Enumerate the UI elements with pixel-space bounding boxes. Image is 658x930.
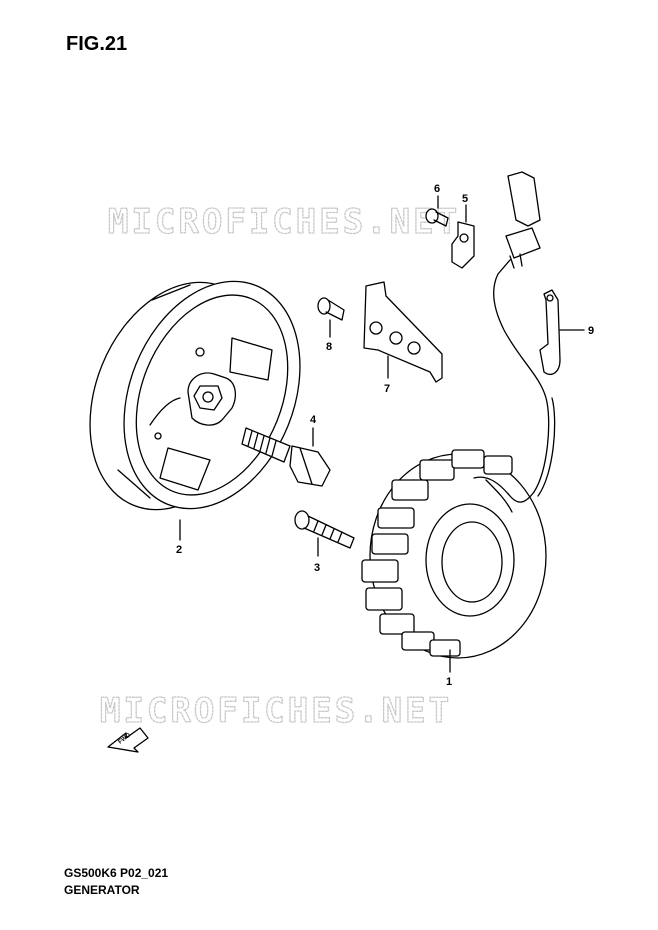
rotor-part	[89, 280, 301, 511]
lead-wire	[493, 259, 556, 497]
small-bolt-part	[425, 208, 449, 227]
callout-8: 8	[326, 341, 332, 353]
figure-name: GENERATOR	[64, 883, 140, 897]
callout-5: 5	[462, 193, 468, 205]
stator-part	[361, 449, 547, 659]
fwd-arrow-icon	[107, 727, 149, 753]
coupler-part	[507, 171, 541, 227]
callout-3: 3	[314, 562, 320, 574]
callout-4: 4	[310, 414, 317, 426]
callout-9: 9	[588, 325, 594, 337]
figure-title: FIG.21	[66, 33, 128, 55]
callout-7: 7	[384, 383, 390, 395]
wire-clamp-part	[539, 289, 561, 375]
watermark-top: MICROFICHES.NET	[108, 202, 460, 242]
clamp-part	[451, 221, 475, 269]
plate-part	[363, 281, 443, 383]
callout-2: 2	[176, 544, 182, 556]
screw-part	[294, 510, 355, 549]
callout-1: 1	[446, 676, 452, 688]
callout-6: 6	[434, 183, 440, 195]
bolt-part	[317, 297, 345, 321]
flange-bolt-part	[241, 427, 331, 487]
figure-code: GS500K6 P02_021	[64, 866, 169, 880]
watermark-bottom: MICROFICHES.NET	[100, 691, 452, 731]
